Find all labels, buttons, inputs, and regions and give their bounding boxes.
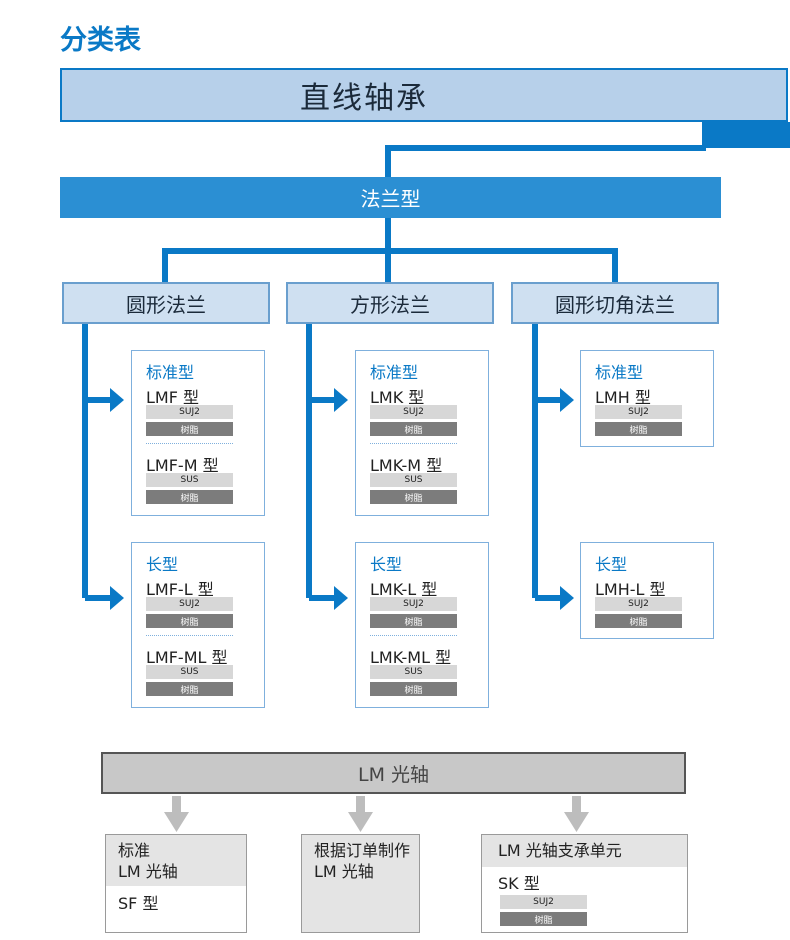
- card-header-band: [482, 835, 687, 867]
- category-cut-round-flange: 圆形切角法兰: [511, 282, 719, 324]
- material-badge: 树脂: [370, 490, 457, 504]
- model-name: LMK-M 型: [370, 456, 443, 475]
- main-category-label: 直线轴承: [300, 81, 428, 116]
- page-title: 分类表: [60, 25, 141, 56]
- dotted-divider: [370, 635, 457, 636]
- dotted-divider: [146, 635, 233, 636]
- card-lmf-long: 长型 LMF-L 型 SUJ2 树脂 LMF-ML 型 SUS 树脂: [131, 542, 265, 708]
- category-drop-lines: [82, 324, 538, 598]
- material-badge: SUJ2: [370, 405, 457, 419]
- card-lmf-standard: 标准型 LMF 型 SUJ2 树脂 LMF-M 型 SUS 树脂: [131, 350, 265, 516]
- model-name: SF 型: [118, 894, 159, 913]
- model-name: LMK 型: [370, 388, 425, 407]
- material-badge: 树脂: [146, 614, 233, 628]
- branch-arrowheads: [110, 388, 574, 610]
- material-badge: SUS: [370, 665, 457, 679]
- card-header-band: [106, 835, 246, 886]
- material-badge: SUS: [370, 473, 457, 487]
- model-name: LMH 型: [595, 388, 651, 407]
- main-category-bar: 直线轴承: [60, 68, 788, 122]
- card-head-line: LM 光轴: [314, 862, 374, 881]
- material-badge: SUJ2: [146, 405, 233, 419]
- category-square-flange: 方形法兰: [286, 282, 494, 324]
- material-badge: 树脂: [146, 682, 233, 696]
- card-lmk-standard: 标准型 LMK 型 SUJ2 树脂 LMK-M 型 SUS 树脂: [355, 350, 489, 516]
- card-head-line: 根据订单制作: [314, 841, 411, 860]
- card-shaft-support-unit: LM 光轴支承单元 SK 型 SUJ2 树脂: [481, 834, 688, 933]
- model-name: LMK-L 型: [370, 580, 438, 599]
- card-head-line: 标准: [118, 841, 151, 860]
- card-lmh-standard: 标准型 LMH 型 SUJ2 树脂: [580, 350, 714, 447]
- model-name: SK 型: [498, 874, 540, 893]
- material-badge: SUJ2: [595, 597, 682, 611]
- material-badge: SUJ2: [595, 405, 682, 419]
- material-badge: 树脂: [146, 490, 233, 504]
- material-badge: SUJ2: [146, 597, 233, 611]
- model-name: LMF-M 型: [146, 456, 219, 475]
- card-custom-shaft: 根据订单制作 LM 光轴: [301, 834, 420, 933]
- material-badge: 树脂: [370, 614, 457, 628]
- card-heading: 长型: [146, 555, 179, 574]
- lm-shaft-bar: LM 光轴: [101, 752, 686, 794]
- card-heading: 标准型: [595, 363, 644, 382]
- shaft-down-arrows: [164, 796, 589, 832]
- material-badge: 树脂: [146, 422, 233, 436]
- card-head-line: LM 光轴支承单元: [498, 841, 622, 860]
- model-name: LMF 型: [146, 388, 200, 407]
- model-name: LMF-ML 型: [146, 648, 228, 667]
- card-heading: 长型: [370, 555, 403, 574]
- material-badge: SUS: [146, 665, 233, 679]
- card-lmh-long: 长型 LMH-L 型 SUJ2 树脂: [580, 542, 714, 639]
- dotted-divider: [370, 443, 457, 444]
- main-category-tab: [702, 122, 790, 148]
- material-badge: SUS: [146, 473, 233, 487]
- branch-arrow-stems: [85, 397, 562, 601]
- material-badge: SUJ2: [370, 597, 457, 611]
- material-badge: 树脂: [595, 422, 682, 436]
- material-badge: 树脂: [370, 422, 457, 436]
- main-to-flange-line: [385, 145, 706, 177]
- category-round-flange: 圆形法兰: [62, 282, 270, 324]
- card-standard-shaft: 标准 LM 光轴 SF 型: [105, 834, 247, 933]
- flange-branch-lines: [162, 218, 618, 282]
- dotted-divider: [146, 443, 233, 444]
- card-heading: 标准型: [146, 363, 195, 382]
- flange-type-bar: 法兰型: [60, 177, 721, 218]
- model-name: LMF-L 型: [146, 580, 214, 599]
- material-badge: 树脂: [595, 614, 682, 628]
- model-name: LMH-L 型: [595, 580, 666, 599]
- card-head-line: LM 光轴: [118, 862, 178, 881]
- material-badge: SUJ2: [500, 895, 587, 909]
- card-lmk-long: 长型 LMK-L 型 SUJ2 树脂 LMK-ML 型 SUS 树脂: [355, 542, 489, 708]
- card-heading: 标准型: [370, 363, 419, 382]
- material-badge: 树脂: [500, 912, 587, 926]
- material-badge: 树脂: [370, 682, 457, 696]
- model-name: LMK-ML 型: [370, 648, 452, 667]
- card-heading: 长型: [595, 555, 628, 574]
